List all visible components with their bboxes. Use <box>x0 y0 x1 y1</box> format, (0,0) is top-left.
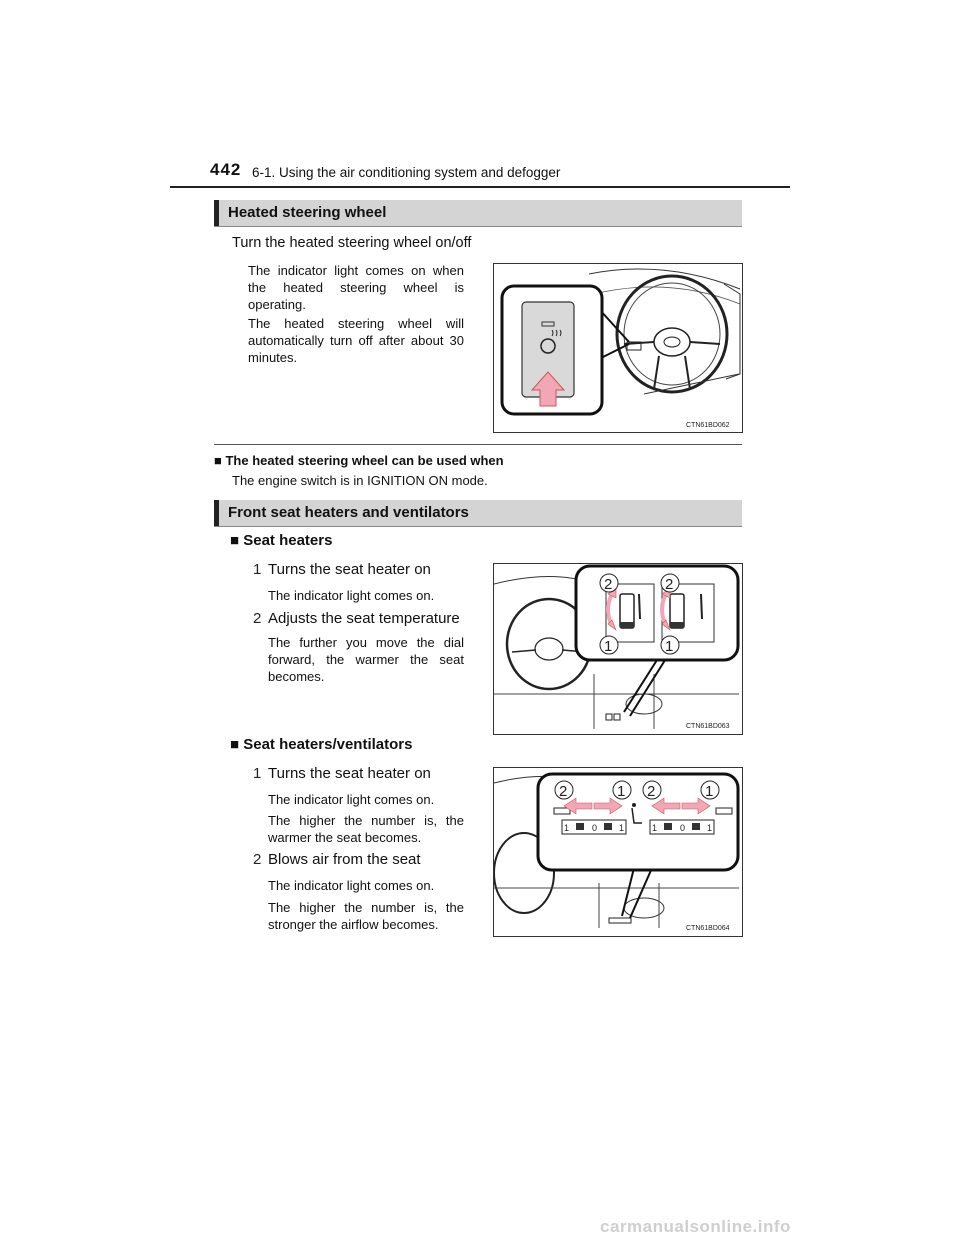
step-title-1: Turns the seat heater on <box>268 765 431 782</box>
section-title: Front seat heaters and ventilators <box>228 504 469 521</box>
callout-1-right: 1 <box>665 638 673 655</box>
page-number: 442 <box>210 160 242 179</box>
step-text-1a: The indicator light comes on. <box>268 792 435 807</box>
section-underline <box>214 226 742 227</box>
header-rule <box>170 186 790 188</box>
figure-seat-heaters-ventilators: 1 0 1 1 0 1 2 1 2 1 CTN61BD064 <box>493 767 743 937</box>
step-number-2: 2 <box>253 610 262 627</box>
subheading-seat-heaters: ■ Seat heaters <box>230 532 333 549</box>
note-text: The engine switch is in IGNITION ON mode… <box>232 473 488 488</box>
subheading-seat-heaters-ventilators: ■ Seat heaters/ventilators <box>230 736 413 753</box>
step-number-1: 1 <box>253 765 262 782</box>
section-marker <box>214 500 219 526</box>
switch-label-left-0: 0 <box>592 823 597 833</box>
step-number-1: 1 <box>253 561 262 578</box>
callout-1-b: 1 <box>705 783 713 800</box>
section-marker <box>214 200 219 226</box>
section-underline <box>214 526 742 527</box>
callout-1-a: 1 <box>617 783 625 800</box>
watermark-footer: carmanualsonline.info <box>600 1217 791 1236</box>
note-heading: ■ The heated steering wheel can be used … <box>214 453 504 468</box>
step-title-2: Adjusts the seat temperature <box>268 610 460 627</box>
note-heading-text: The heated steering wheel can be used wh… <box>225 453 504 468</box>
step-text-1: The indicator light comes on. <box>268 588 435 603</box>
step-title-2: Blows air from the seat <box>268 851 421 868</box>
switch-label-left-1b: 1 <box>619 823 624 833</box>
callout-2-a: 2 <box>559 783 567 800</box>
switch-label-right-1b: 1 <box>707 823 712 833</box>
step-text-2a: The indicator light comes on. <box>268 878 435 893</box>
switch-label-right-0: 0 <box>680 823 685 833</box>
paragraph-indicator: The indicator light comes on when the he… <box>248 263 464 312</box>
subheading-text: Seat heaters <box>243 532 333 549</box>
switch-label-left-1: 1 <box>564 823 569 833</box>
figure-code-064: CTN61BD064 <box>686 925 730 932</box>
callout-2-right: 2 <box>665 576 673 593</box>
callout-2-left: 2 <box>604 576 612 593</box>
step-number-2: 2 <box>253 851 262 868</box>
step-text-2: The further you move the dial forward, t… <box>268 635 464 684</box>
figure-seat-heaters: 2 2 1 1 CTN61BD063 <box>493 563 743 735</box>
figure-code-062: CTN61BD062 <box>686 422 730 429</box>
note-rule <box>214 444 742 445</box>
step-title-1: Turns the seat heater on <box>268 561 431 578</box>
section-lead: Turn the heated steering wheel on/off <box>232 235 472 251</box>
section-bar-heated-steering-wheel: Heated steering wheel <box>214 200 742 227</box>
callout-2-b: 2 <box>647 783 655 800</box>
subheading-text: Seat heaters/ventilators <box>243 736 413 753</box>
switch-label-right-1: 1 <box>652 823 657 833</box>
figure-code-063: CTN61BD063 <box>686 723 730 730</box>
section-bar-front-seat-heaters: Front seat heaters and ventilators <box>214 500 742 527</box>
callout-1-left: 1 <box>604 638 612 655</box>
step-text-2b: The higher the number is, the stronger t… <box>268 900 464 932</box>
section-title: Heated steering wheel <box>228 204 387 221</box>
figure-heated-steering-wheel: CTN61BD062 <box>493 263 743 433</box>
paragraph-auto-off: The heated steering wheel will automatic… <box>248 316 464 365</box>
step-text-1b: The higher the number is, the warmer the… <box>268 813 464 845</box>
running-title: 6-1. Using the air conditioning system a… <box>252 165 561 180</box>
